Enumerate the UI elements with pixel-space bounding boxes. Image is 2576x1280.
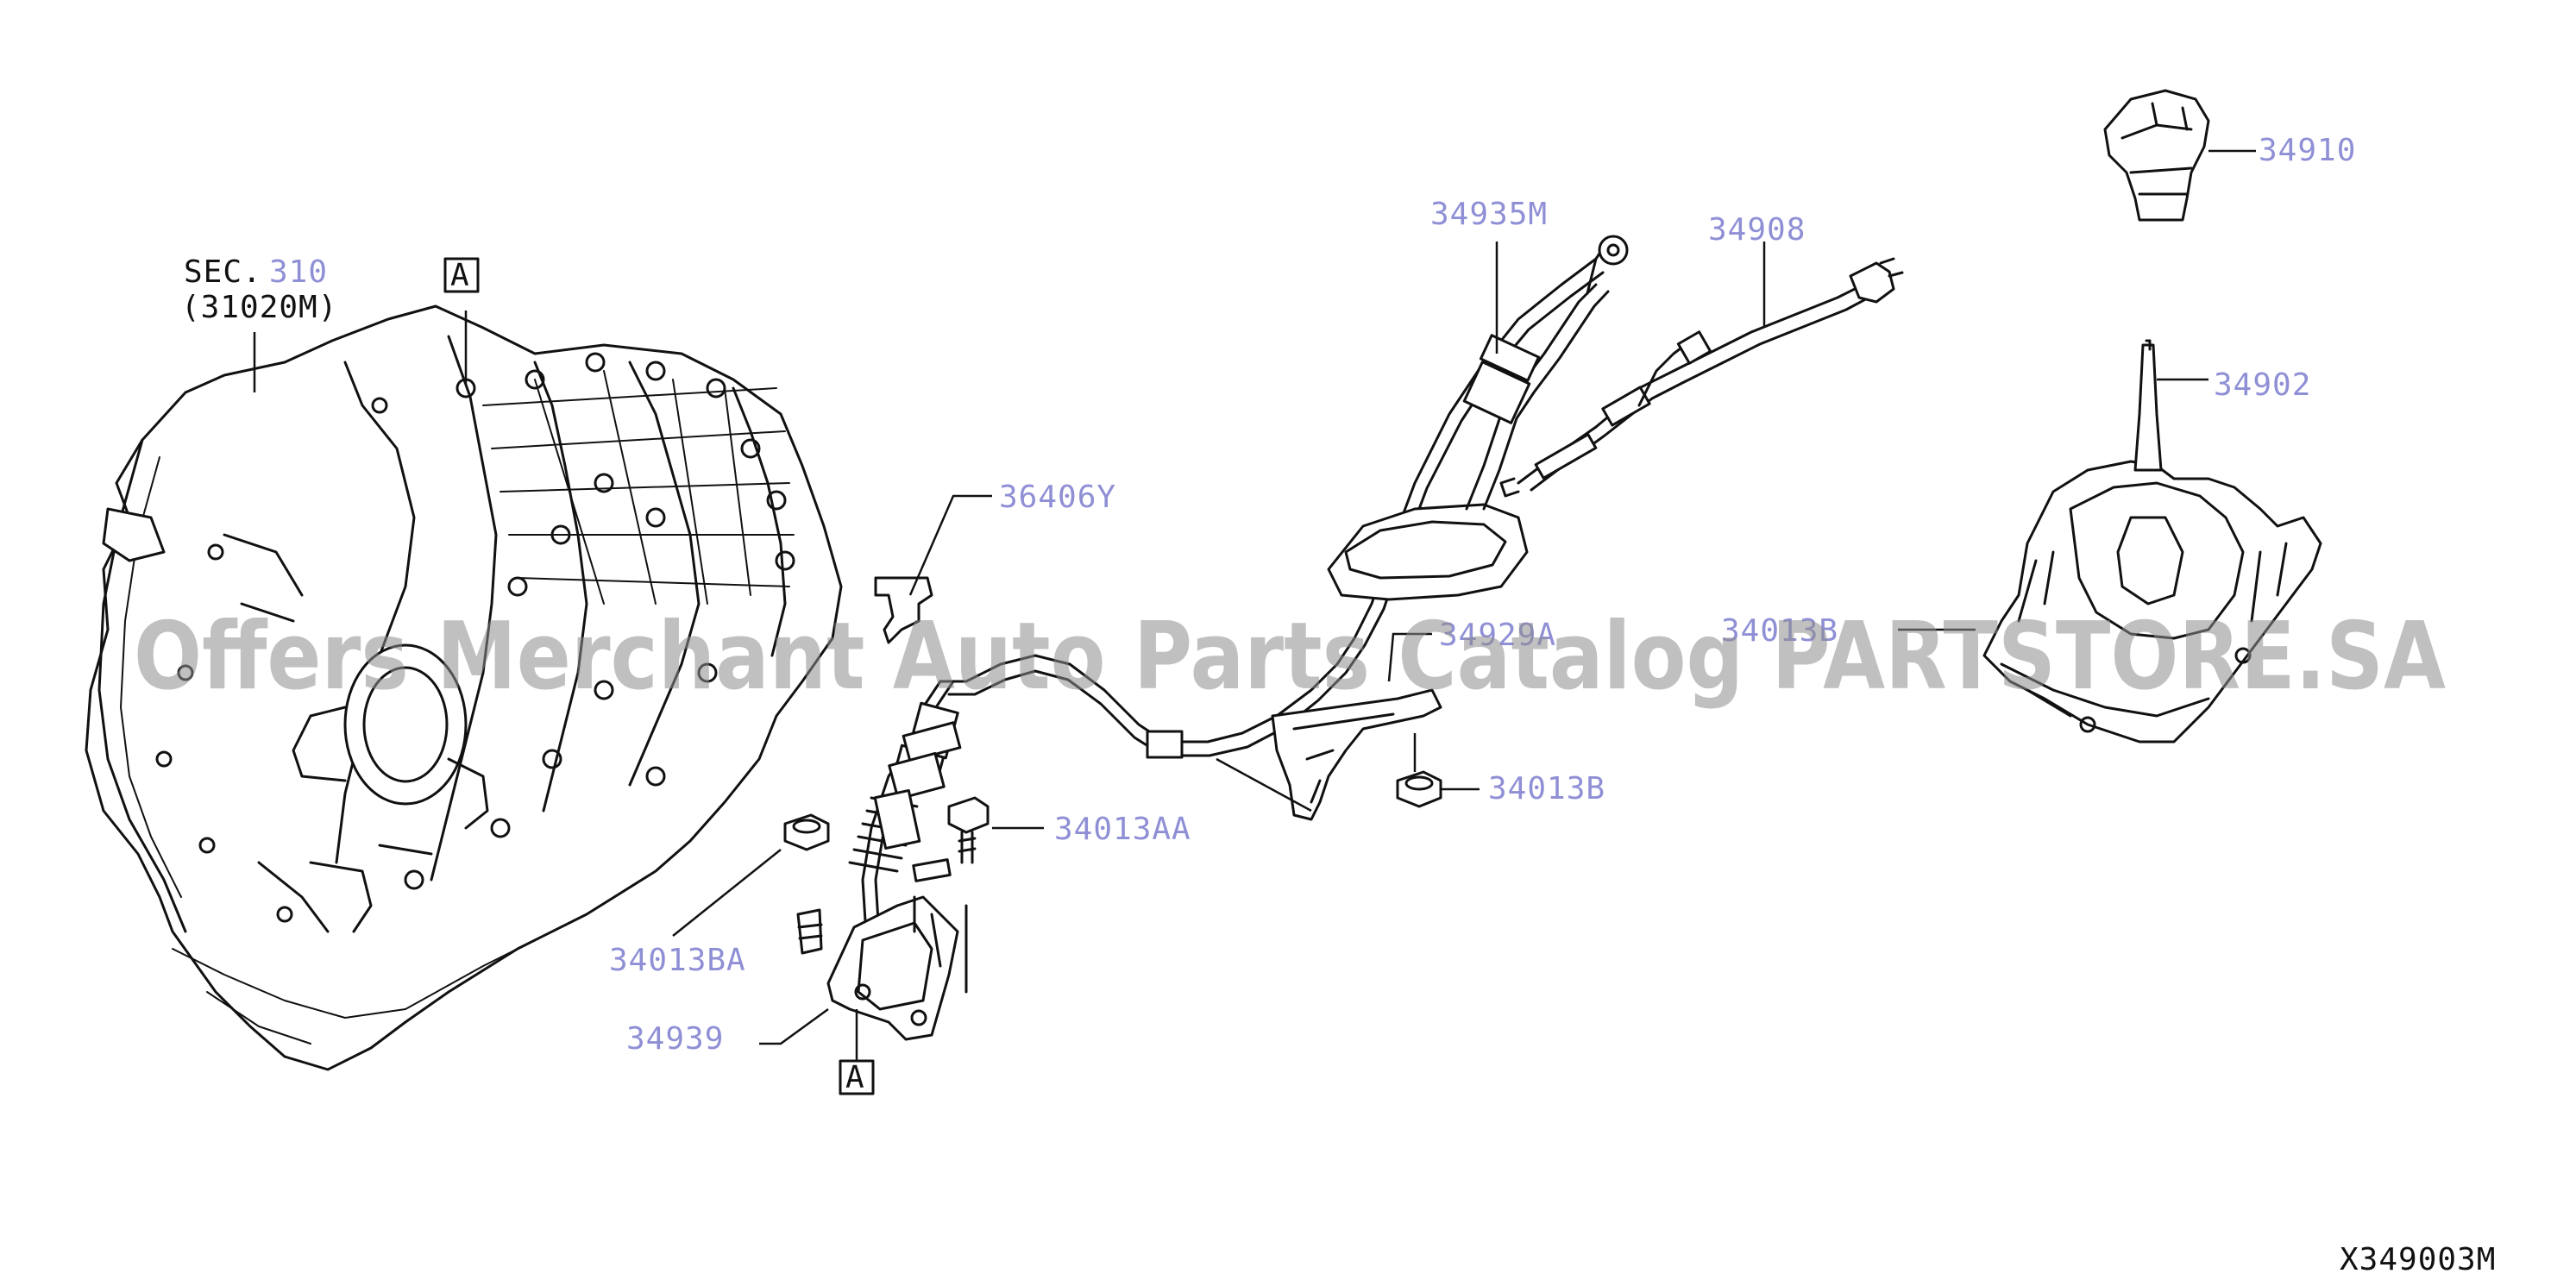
clip-36406Y — [874, 494, 992, 644]
nut-34013BA — [672, 813, 830, 955]
callout-36406Y: 36406Y — [999, 480, 1116, 515]
callout-34013AA: 34013AA — [1054, 812, 1191, 847]
callout-34910: 34910 — [2259, 133, 2356, 168]
bracket-34929A — [1216, 632, 1442, 821]
view-marker-box-top — [443, 257, 480, 293]
callout-34013B-upper: 34013B — [1721, 613, 1838, 649]
bracket-34939 — [759, 895, 959, 1061]
callout-34013BA: 34013BA — [609, 943, 746, 978]
callout-34908: 34908 — [1708, 212, 1806, 248]
nut-34013B-lower — [1396, 733, 1480, 808]
watermark: Offers Merchant Auto Parts Catalog PARTS… — [134, 603, 2446, 711]
callout-34929A: 34929A — [1439, 618, 1556, 653]
shifter-assembly-34902 — [1898, 339, 2322, 744]
cable-34908 — [1499, 242, 1904, 498]
section-part-number: (31020M) — [181, 290, 337, 325]
view-marker-top: A — [450, 258, 470, 293]
callout-34013B-lower: 34013B — [1488, 771, 1605, 806]
bolt-34013AA — [947, 796, 1044, 864]
view-marker-bottom: A — [845, 1060, 865, 1095]
section-label: SEC. — [184, 254, 262, 290]
diagram-id: X349003M — [2340, 1242, 2496, 1277]
view-marker-box-bottom — [839, 1059, 875, 1095]
callout-34902: 34902 — [2214, 367, 2311, 403]
callout-34935M: 34935M — [1430, 197, 1548, 232]
cable-end-fittings — [873, 721, 968, 994]
control-cable-34935M — [848, 235, 1629, 951]
callout-34939: 34939 — [626, 1021, 724, 1057]
knob-34910 — [2103, 89, 2256, 222]
transmission-assembly — [85, 304, 843, 1071]
section-number: 310 — [269, 254, 328, 290]
